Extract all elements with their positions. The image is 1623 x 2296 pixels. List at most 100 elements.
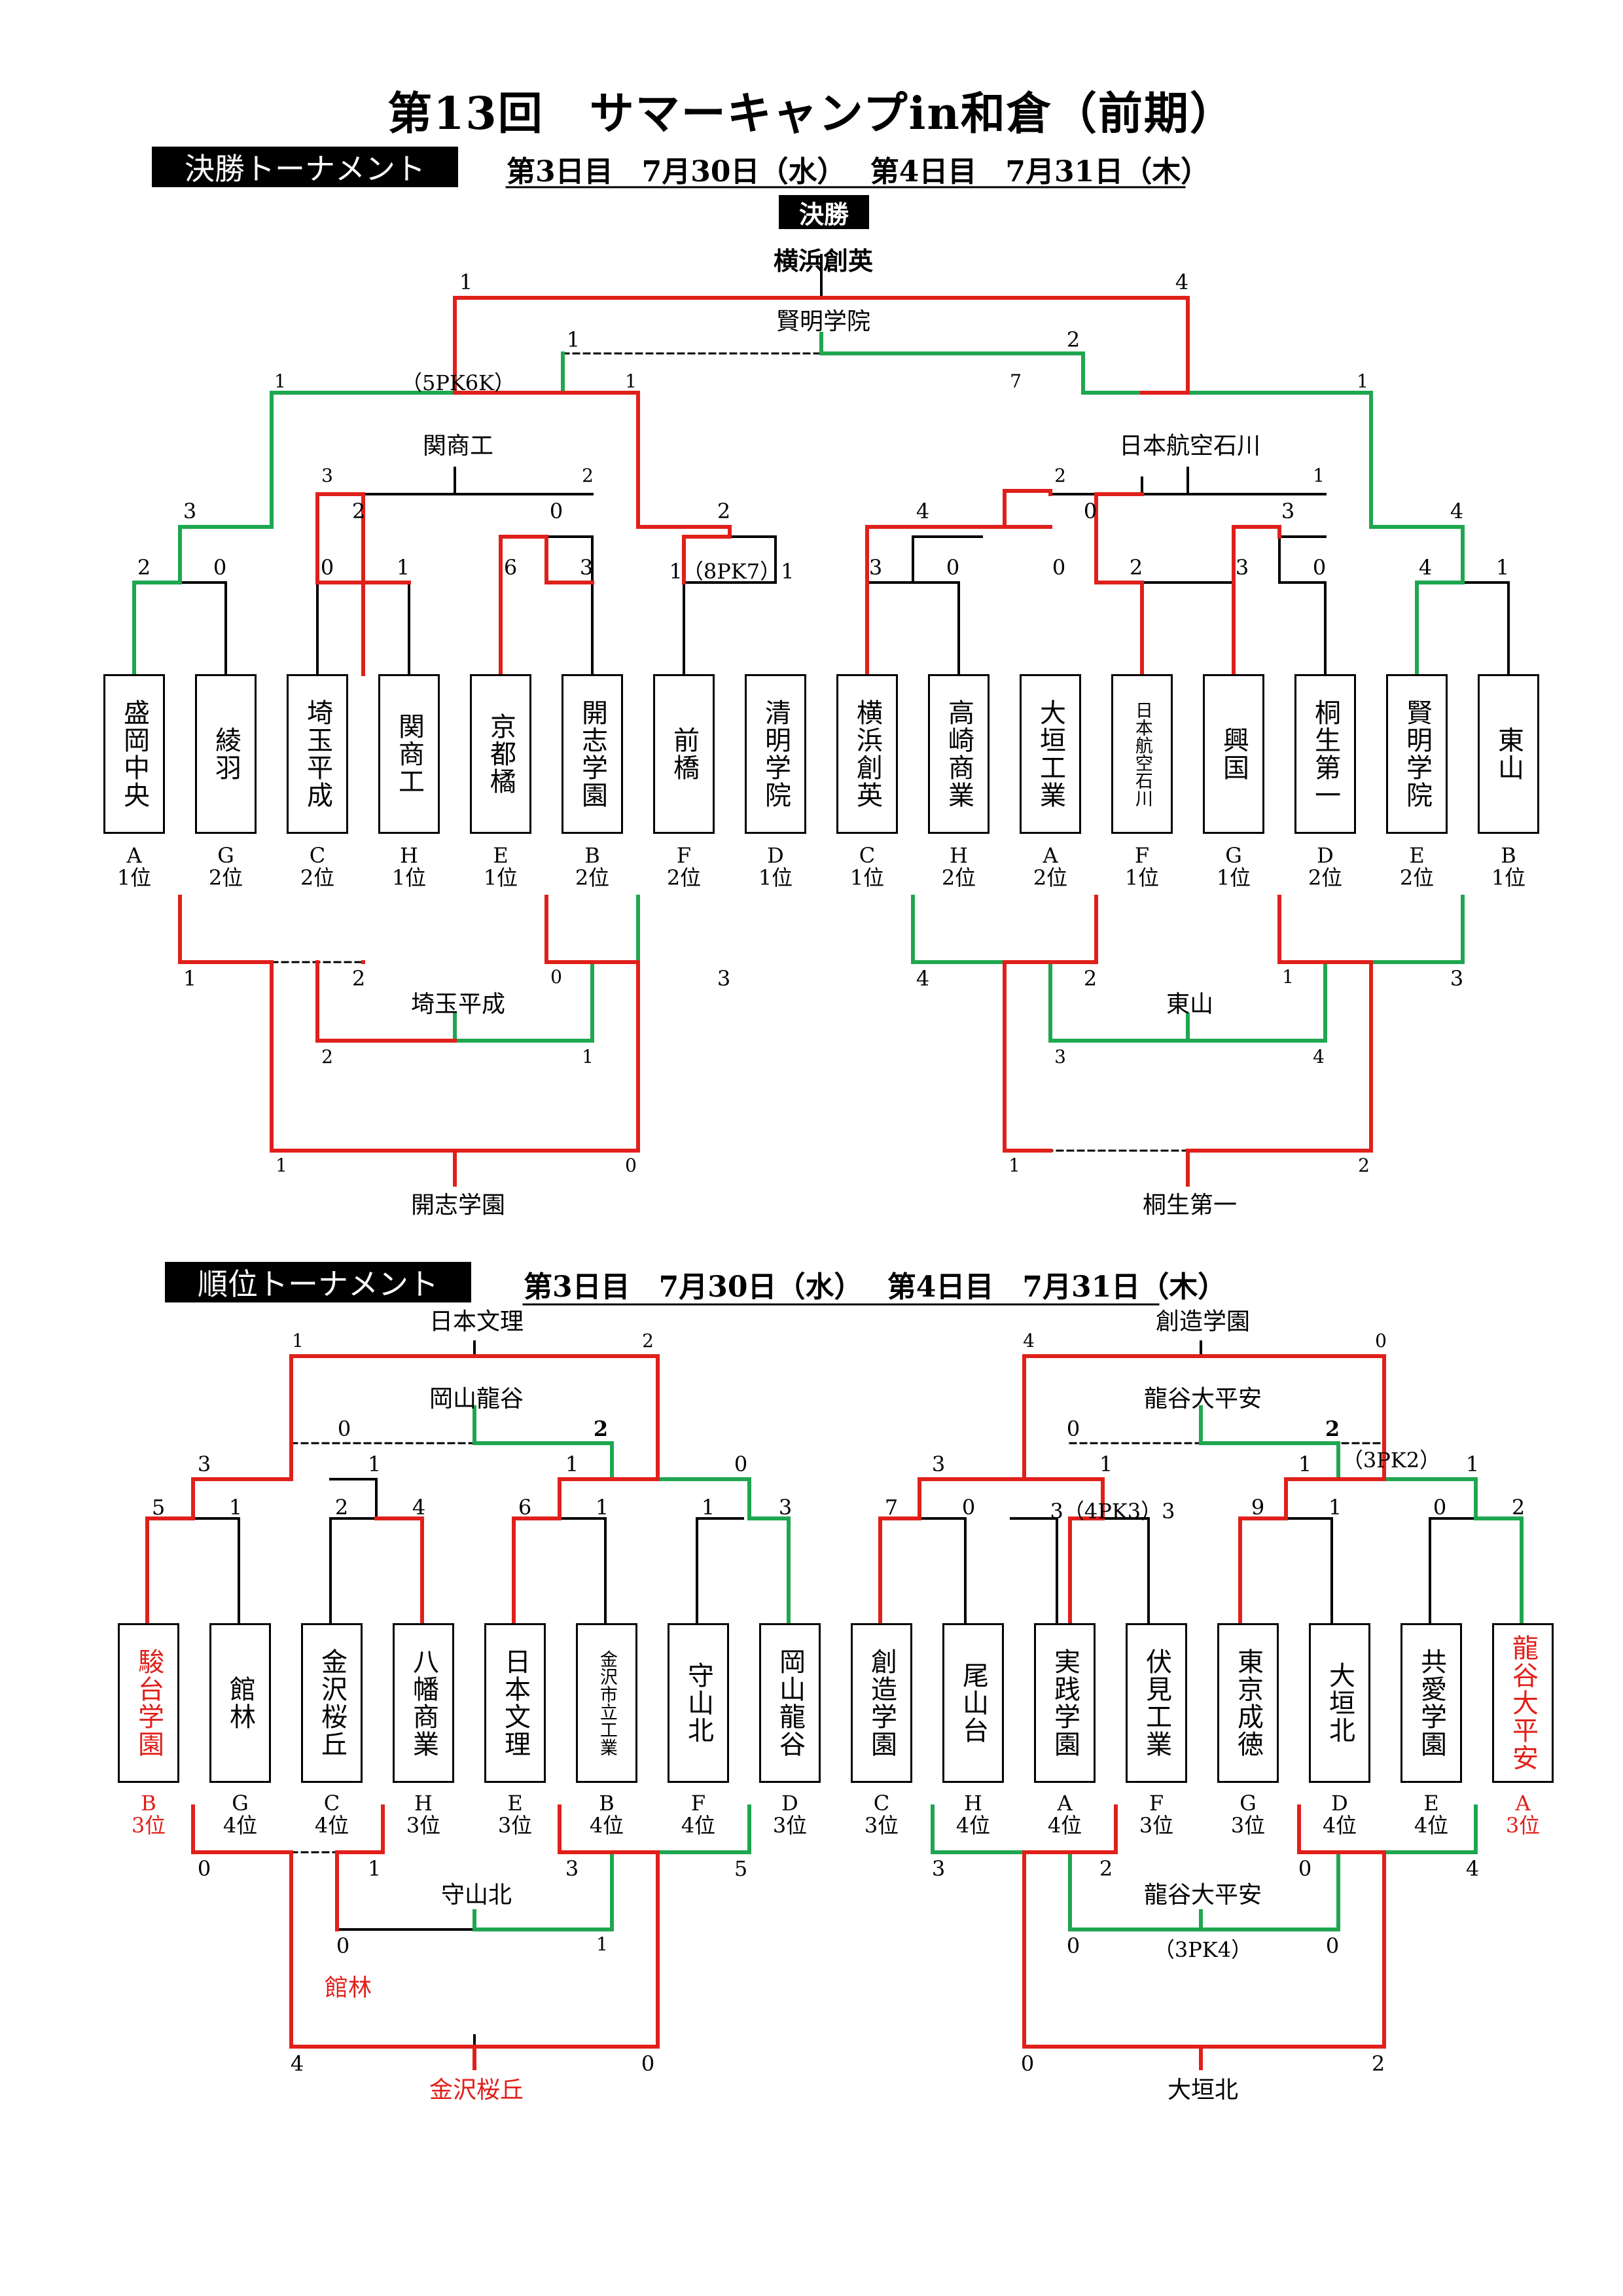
score-label: 1 bbox=[1282, 966, 1294, 988]
score-label: 2 bbox=[1083, 966, 1097, 991]
score-label: 3 bbox=[931, 1452, 946, 1477]
team-name: 東京成徳 bbox=[1233, 1648, 1263, 1758]
team-name: 金沢市立工業 bbox=[596, 1650, 617, 1756]
winner-name: 岡山龍谷 bbox=[429, 1386, 524, 1412]
score-label: 2 bbox=[582, 465, 594, 486]
score-label: 3 bbox=[183, 499, 197, 524]
team-box: 龍谷大平安 bbox=[1492, 1623, 1554, 1783]
score-label: 1 bbox=[1495, 555, 1510, 580]
score-label: 3 bbox=[565, 1856, 579, 1881]
winner-name: 日本文理 bbox=[429, 1308, 524, 1335]
team-box: 前橋 bbox=[653, 674, 715, 834]
team-box: 興国 bbox=[1203, 674, 1264, 834]
score-label: 1 bbox=[228, 1495, 243, 1520]
score-label: 1 bbox=[367, 1856, 382, 1881]
score-label: 0 bbox=[1325, 1933, 1340, 1958]
team-name: 盛岡中央 bbox=[119, 699, 149, 809]
team-name: 守山北 bbox=[683, 1662, 713, 1744]
score-label: 2 bbox=[1099, 1856, 1113, 1881]
score-label: 2 bbox=[137, 555, 151, 580]
team-box: 盛岡中央 bbox=[103, 674, 165, 834]
score-label: 1 bbox=[367, 1452, 382, 1477]
team-name: 賢明学院 bbox=[1402, 699, 1432, 809]
team-box: 埼玉平成 bbox=[287, 674, 348, 834]
team-box: 岡山龍谷 bbox=[759, 1623, 821, 1783]
score-label: 1 bbox=[1008, 1155, 1020, 1176]
score-label: 1 bbox=[595, 1495, 609, 1520]
score-label: 2 bbox=[334, 1495, 349, 1520]
score-label: 3 bbox=[1450, 966, 1464, 991]
winner-name: 龍谷大平安 bbox=[1143, 1882, 1262, 1909]
team-box: 金沢桜丘 bbox=[301, 1623, 363, 1783]
score-label: 4 bbox=[1418, 555, 1433, 580]
team-box: 館林 bbox=[209, 1623, 271, 1783]
winner-name: 開志学園 bbox=[410, 1192, 506, 1219]
score-label: 2 bbox=[351, 499, 366, 524]
score-label: 2 bbox=[1066, 327, 1080, 352]
winner-name: 守山北 bbox=[440, 1882, 512, 1909]
team-name: 龍谷大平安 bbox=[1508, 1634, 1538, 1772]
team-name: 実践学園 bbox=[1050, 1648, 1080, 1758]
team-box: 日本文理 bbox=[484, 1623, 546, 1783]
team-name: 興国 bbox=[1219, 726, 1249, 781]
score-label: 4 bbox=[1023, 1330, 1035, 1352]
score-label: 3 bbox=[1054, 1046, 1066, 1067]
winner-name: 関商工 bbox=[422, 433, 494, 459]
score-label: 9 bbox=[1251, 1495, 1265, 1520]
team-box: 日本航空石川 bbox=[1111, 674, 1173, 834]
score-label: 3 bbox=[778, 1495, 793, 1520]
score-label: 0 bbox=[549, 499, 563, 524]
team-box: 東山 bbox=[1478, 674, 1539, 834]
score-label: 1 bbox=[625, 370, 637, 392]
winner-name: 埼玉平成 bbox=[410, 991, 506, 1018]
team-box: 開志学園 bbox=[562, 674, 623, 834]
team-name: 埼玉平成 bbox=[302, 699, 332, 809]
score-label: 6 bbox=[503, 555, 518, 580]
team-name: 京都橘 bbox=[486, 713, 516, 795]
winner-name: 賢明学院 bbox=[776, 308, 871, 335]
pk-score-label: 1（8PK7）1 bbox=[669, 559, 794, 584]
score-label: 3 bbox=[1235, 555, 1249, 580]
score-label: 4 bbox=[916, 966, 930, 991]
score-label: 3 bbox=[579, 555, 594, 580]
team-name: 綾羽 bbox=[211, 726, 241, 781]
final-label: 決勝 bbox=[779, 195, 869, 229]
score-label: 0 bbox=[336, 1933, 350, 1958]
winner-name: 日本航空石川 bbox=[1118, 433, 1261, 459]
score-label: 2 bbox=[1325, 1416, 1340, 1441]
team-name: 高崎商業 bbox=[944, 699, 974, 809]
score-label: 1 bbox=[183, 966, 197, 991]
winner-name: 東山 bbox=[1166, 991, 1214, 1018]
team-box: 清明学院 bbox=[745, 674, 806, 834]
team-name: 関商工 bbox=[394, 713, 424, 795]
score-label: 0 bbox=[320, 555, 334, 580]
score-label: 1 bbox=[1313, 465, 1325, 486]
score-label: 1 bbox=[1328, 1495, 1342, 1520]
team-name: 桐生第一 bbox=[1310, 699, 1340, 809]
score-label: 3 bbox=[1281, 499, 1295, 524]
score-label: 0 bbox=[961, 1495, 976, 1520]
score-label: 4 bbox=[1313, 1046, 1325, 1067]
team-name: 大垣北 bbox=[1325, 1662, 1355, 1744]
score-label: 2 bbox=[717, 499, 731, 524]
score-label: 4 bbox=[1465, 1856, 1480, 1881]
score-label: 6 bbox=[518, 1495, 532, 1520]
score-label: 2 bbox=[1358, 1155, 1370, 1176]
team-name: 東山 bbox=[1493, 726, 1524, 781]
winner-name: 龍谷大平安 bbox=[1143, 1386, 1262, 1412]
score-label: 1 bbox=[1465, 1452, 1480, 1477]
winner-name: 桐生第一 bbox=[1142, 1192, 1238, 1219]
